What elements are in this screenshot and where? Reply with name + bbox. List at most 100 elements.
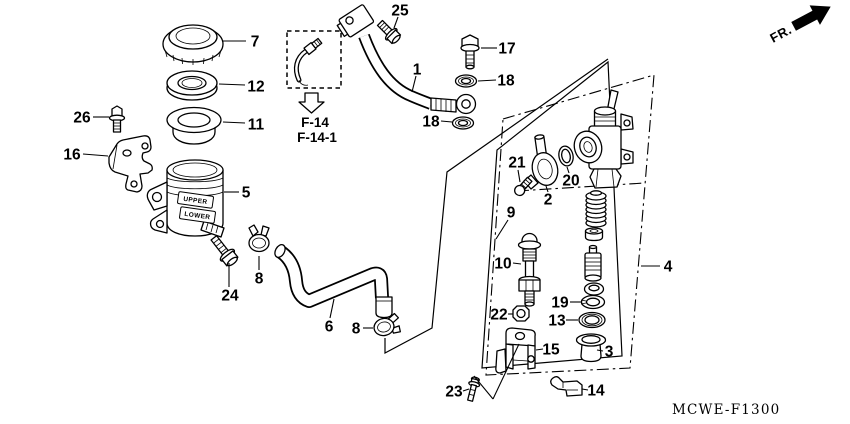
part-label-12-1: 12 bbox=[247, 79, 264, 96]
leader-line-part-2-17 bbox=[545, 185, 549, 193]
part-17-bolt bbox=[460, 34, 480, 70]
part-label-18-14: 18 bbox=[422, 114, 440, 131]
part-6-reservoir-hose bbox=[274, 243, 393, 319]
part-label-5-5: 5 bbox=[242, 185, 251, 202]
part-spring bbox=[585, 190, 607, 228]
part-21-screw bbox=[514, 176, 533, 197]
leader-line-part-3-24 bbox=[596, 349, 604, 352]
part-24-bolt bbox=[210, 235, 239, 267]
leader-line-part-11-2 bbox=[222, 121, 246, 124]
pointer-line-1 bbox=[492, 343, 520, 400]
part-label-7-0: 7 bbox=[251, 34, 260, 51]
reservoir-nipple bbox=[200, 220, 225, 238]
down-arrow-icon bbox=[298, 92, 325, 114]
part-label-17-12: 17 bbox=[498, 41, 515, 58]
part-1-brake-pipe bbox=[336, 4, 477, 115]
parts-layer: UPPER LOWER bbox=[108, 4, 634, 402]
part-piston bbox=[584, 244, 602, 282]
part-label-24-6: 24 bbox=[221, 288, 239, 305]
part-label-26-3: 26 bbox=[73, 110, 91, 127]
leader-line-part-14-27 bbox=[581, 388, 589, 391]
part-label-18-13: 18 bbox=[497, 73, 515, 90]
group-box-inner bbox=[481, 60, 623, 369]
leader-line-part-21-15 bbox=[517, 169, 521, 183]
part-label-15-23: 15 bbox=[542, 342, 560, 359]
part-label-10-19: 10 bbox=[494, 256, 511, 273]
front-direction-label: FR. bbox=[767, 22, 794, 46]
leader-line-part-18-13 bbox=[477, 79, 497, 82]
part-11-diaphragm bbox=[166, 106, 222, 145]
part-3-boot bbox=[575, 333, 607, 363]
group-box-outer bbox=[384, 58, 609, 354]
lower-marking-text: LOWER bbox=[184, 211, 211, 222]
part-7-reservoir-cap bbox=[162, 24, 224, 65]
diagram-code: MCWE-F1300 bbox=[672, 402, 780, 418]
leader-line-part-12-1 bbox=[218, 83, 246, 86]
leader-line-part-16-4 bbox=[82, 153, 109, 157]
part-seal-ring bbox=[583, 282, 605, 296]
leader-line-part-25-10 bbox=[393, 16, 399, 29]
part-label-22-20: 22 bbox=[490, 307, 507, 324]
part-label-9-18: 9 bbox=[507, 205, 516, 222]
part-13-stop-ring bbox=[578, 311, 606, 329]
part-label-4-25: 4 bbox=[664, 259, 673, 276]
reference-callout-box bbox=[286, 30, 342, 89]
part-18-washer-b bbox=[451, 116, 475, 130]
part-8-hose-clamp-a bbox=[248, 224, 270, 253]
part-20-o-ring bbox=[558, 145, 574, 167]
part-label-11-2: 11 bbox=[248, 117, 265, 134]
part-master-cylinder-body bbox=[573, 89, 634, 189]
front-direction-indicator: FR. bbox=[767, 5, 831, 46]
part-23-pin bbox=[467, 376, 481, 402]
part-label-8-9: 8 bbox=[352, 321, 361, 338]
part-label-14-27: 14 bbox=[587, 383, 605, 400]
part-label-8-7: 8 bbox=[255, 271, 264, 288]
part-19-circlip bbox=[580, 294, 606, 310]
part-cup-seal bbox=[584, 227, 604, 242]
part-10-push-rod bbox=[517, 232, 542, 307]
leader-line-part-1-11 bbox=[411, 75, 417, 93]
part-label-13-22: 13 bbox=[548, 313, 566, 330]
part-18-washer-a bbox=[454, 74, 478, 88]
part-label-20-16: 20 bbox=[562, 173, 579, 190]
group-box-divider bbox=[516, 182, 646, 192]
part-label-6-8: 6 bbox=[325, 319, 334, 336]
leader-line-part-9-18 bbox=[495, 219, 509, 240]
leader-line-part-6-8 bbox=[329, 298, 335, 319]
part-14-clip bbox=[550, 376, 583, 397]
part-26-bolt bbox=[108, 105, 126, 133]
part-label-23-26: 23 bbox=[445, 384, 463, 401]
pointer-line-0 bbox=[473, 375, 494, 400]
part-label-21-15: 21 bbox=[508, 155, 526, 172]
reference-callout-pipe bbox=[293, 37, 323, 86]
leader-line-part-23-26 bbox=[462, 388, 470, 392]
part-12-diaphragm-plate bbox=[166, 70, 218, 101]
reservoir-marking-upper: UPPER bbox=[177, 191, 214, 209]
group-box-part4-chain bbox=[485, 74, 655, 376]
part-label-3-24: 3 bbox=[605, 344, 614, 361]
reference-label-primary: F-14 bbox=[301, 115, 329, 130]
upper-marking-text: UPPER bbox=[183, 196, 208, 206]
leader-line-part-18-14 bbox=[440, 120, 453, 123]
part-label-19-21: 19 bbox=[551, 295, 569, 312]
reservoir-marking-lower: LOWER bbox=[179, 206, 216, 224]
pipe-joint-block bbox=[336, 4, 375, 38]
leader-line-part-10-19 bbox=[512, 262, 522, 265]
leader-line-part-15-23 bbox=[535, 348, 544, 351]
part-25-bolt bbox=[376, 19, 402, 45]
part-label-1-11: 1 bbox=[413, 62, 422, 79]
part-label-16-4: 16 bbox=[63, 147, 81, 164]
part-22-nut bbox=[512, 305, 530, 322]
leader-line-part-20-16 bbox=[566, 166, 570, 174]
front-direction-arrow-icon bbox=[791, 5, 831, 31]
assembly-group-boxes bbox=[286, 30, 655, 376]
part-15-clevis-joint bbox=[495, 327, 536, 374]
part-8-hose-clamp-b bbox=[373, 312, 401, 337]
part-label-2-17: 2 bbox=[544, 192, 553, 209]
reference-label-secondary: F-14-1 bbox=[297, 130, 337, 145]
part-label-25-10: 25 bbox=[391, 3, 409, 20]
part-16-bracket bbox=[108, 135, 153, 193]
